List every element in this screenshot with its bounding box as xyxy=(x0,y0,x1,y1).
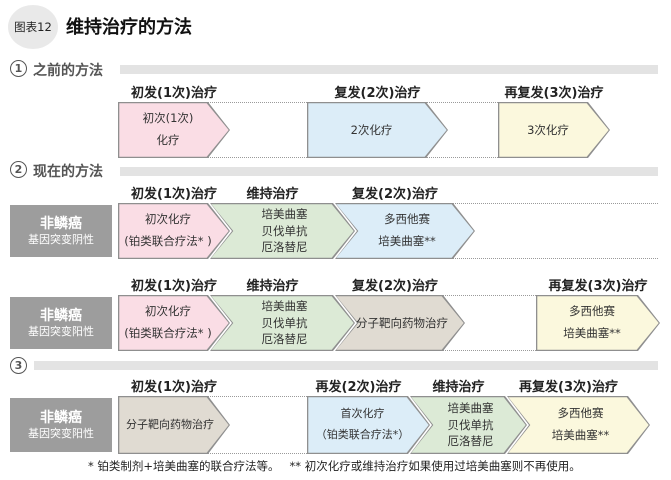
s2-row-mutation-negative: 非鳞癌 基因突变阴性 初次化疗 (铂类联合疗法* ) 培美曲塞 贝伐单抗 厄洛替… xyxy=(0,203,671,259)
arrow-shape xyxy=(211,296,353,349)
section2-heading: 现在的方法 xyxy=(33,164,103,180)
category-subtitle: 基因突变阳性 xyxy=(28,324,94,338)
arrow-shape xyxy=(508,397,648,452)
s2b-col-label-second-relapse: 再复发(3次)治疗 xyxy=(548,278,648,294)
s2b-arrow-initial-chemo: 初次化疗 (铂类联合疗法* ) xyxy=(118,295,230,351)
s2a-col-label-maintenance: 维持治疗 xyxy=(246,186,299,202)
s3-col-label-relapse: 再发(2次)治疗 xyxy=(315,379,402,395)
arrow-shape xyxy=(499,103,608,156)
s3-col-label-initial: 初发(1次)治疗 xyxy=(131,379,217,395)
dotted-connector xyxy=(443,350,536,351)
s2b-col-label-maintenance: 维持治疗 xyxy=(246,278,299,294)
s1-arrow-initial-chemo: 初次(1次) 化疗 xyxy=(118,102,230,158)
section1-heading: 之前的方法 xyxy=(33,63,103,79)
dotted-connector xyxy=(443,295,536,296)
category-box-nonsquamous-positive: 非鳞癌 基因突变阳性 xyxy=(10,398,112,452)
category-box-nonsquamous-negative: 非鳞癌 基因突变阴性 xyxy=(10,205,112,257)
s1-col-label-initial: 初发(1次)治疗 xyxy=(131,85,217,101)
section2-divider-bar xyxy=(120,167,658,176)
category-box-nonsquamous-positive: 非鳞癌 基因突变阳性 xyxy=(10,297,112,349)
arrow-text: 分子靶向药物治疗 xyxy=(126,418,214,432)
dotted-connector xyxy=(208,157,307,158)
arrow-shape xyxy=(119,103,228,156)
arrow-shape xyxy=(537,296,658,349)
s2a-arrow-relapse-drugs: 多西他赛 培美曲塞** xyxy=(335,203,475,259)
figure-number-badge: 图表12 xyxy=(8,5,58,49)
category-subtitle: 基因突变阴性 xyxy=(28,232,94,246)
s2a-arrow-initial-chemo: 初次化疗 (铂类联合疗法* ) xyxy=(118,203,230,259)
arrow-shape xyxy=(308,103,446,156)
arrow-shape xyxy=(119,204,228,257)
arrow-text: 初次化疗 (铂类联合疗法* ) xyxy=(124,304,212,340)
s2a-arrow-maintenance-drugs: 培美曲塞 贝伐单抗 厄洛替尼 xyxy=(210,203,355,259)
arrow-text: 多西他赛 培美曲塞** xyxy=(378,212,436,248)
footnotes: * 铂类制剂+培美曲塞的联合疗法等。 ** 初次化疗或维持治疗如果使用过培美曲塞则… xyxy=(88,458,666,474)
arrow-text: 首次化疗 （铂类联合疗法*） xyxy=(315,407,410,441)
arrow-text: 初次化疗 (铂类联合疗法* ) xyxy=(124,212,212,248)
section1-divider-bar xyxy=(120,65,658,74)
category-title: 非鳞癌 xyxy=(40,215,82,232)
arrow-text: 分子靶向药物治疗 xyxy=(356,315,448,330)
page-title: 维持治疗的方法 xyxy=(66,17,192,38)
s2a-col-label-relapse: 复发(2次)治疗 xyxy=(352,186,438,202)
s3-arrow-row: 非鳞癌 基因突变阳性 分子靶向药物治疗 首次化疗 （铂类联合疗法*） 培美曲塞 … xyxy=(0,396,671,454)
s2b-arrow-second-relapse-drugs: 多西他赛 培美曲塞** xyxy=(536,295,660,351)
s1-arrow-second-chemo: 2次化疗 xyxy=(307,102,448,158)
arrow-shape xyxy=(336,204,473,257)
section1-number-icon: 1 xyxy=(10,60,27,77)
s2b-arrow-targeted-therapy: 分子靶向药物治疗 xyxy=(335,295,465,351)
arrow-text: 培美曲塞 贝伐单抗 厄洛替尼 xyxy=(261,206,308,255)
s3-arrow-first-chemo: 首次化疗 （铂类联合疗法*） xyxy=(307,396,430,454)
dotted-connector xyxy=(208,453,307,454)
s1-arrow-row: 初次(1次) 化疗 2次化疗 3次化疗 xyxy=(0,102,671,158)
dotted-connector xyxy=(208,102,307,103)
footnote-1: * 铂类制剂+培美曲塞的联合疗法等。 xyxy=(88,459,280,473)
dotted-connector xyxy=(208,396,307,397)
dotted-connector xyxy=(426,157,498,158)
s1-arrow-third-chemo: 3次化疗 xyxy=(498,102,610,158)
footnote-2: ** 初次化疗或维持治疗如果使用过培美曲塞则不再使用。 xyxy=(289,459,581,473)
arrow-text: 培美曲塞 贝伐单抗 厄洛替尼 xyxy=(447,400,494,449)
arrow-text: 多西他赛 培美曲塞** xyxy=(563,304,621,340)
s3-arrow-targeted-therapy: 分子靶向药物治疗 xyxy=(118,396,230,454)
s2a-col-label-initial: 初发(1次)治疗 xyxy=(131,186,217,202)
arrow-text: 3次化疗 xyxy=(527,122,569,137)
arrow-shape xyxy=(119,296,228,349)
section2-number-icon: 2 xyxy=(10,161,27,178)
dotted-connector xyxy=(453,258,658,259)
s2b-col-label-relapse: 复发(2次)治疗 xyxy=(352,278,438,294)
s3-col-label-second-relapse: 再复发(3次)治疗 xyxy=(519,379,618,395)
s1-col-label-relapse: 复发(2次)治疗 xyxy=(334,85,421,101)
arrow-text: 多西他赛 培美曲塞** xyxy=(551,406,610,442)
arrow-shape xyxy=(308,397,428,452)
s2b-col-label-initial: 初发(1次)治疗 xyxy=(131,278,217,294)
arrow-text: 2次化疗 xyxy=(350,122,393,137)
s3-arrow-second-relapse-drugs: 多西他赛 培美曲塞** xyxy=(507,396,650,454)
s2-row-mutation-positive: 非鳞癌 基因突变阳性 初次化疗 (铂类联合疗法* ) 培美曲塞 贝伐单抗 厄洛替… xyxy=(0,295,671,351)
arrow-text: 培美曲塞 贝伐单抗 厄洛替尼 xyxy=(261,298,308,347)
arrow-shape xyxy=(119,397,228,452)
arrow-shape xyxy=(211,204,353,257)
dotted-connector xyxy=(426,102,498,103)
arrow-text: 初次(1次) 化疗 xyxy=(142,111,194,147)
s2b-arrow-maintenance-drugs: 培美曲塞 贝伐单抗 厄洛替尼 xyxy=(210,295,355,351)
category-subtitle: 基因突变阳性 xyxy=(28,426,94,440)
s1-col-label-second-relapse: 再复发(3次)治疗 xyxy=(504,85,604,101)
category-title: 非鳞癌 xyxy=(40,307,82,324)
dotted-connector xyxy=(453,203,658,204)
s3-col-label-maintenance: 维持治疗 xyxy=(432,379,485,395)
section3-divider-bar xyxy=(34,361,658,370)
category-title: 非鳞癌 xyxy=(40,409,82,426)
section3-number-icon: 3 xyxy=(10,357,27,374)
s3-arrow-maintenance-drugs: 培美曲塞 贝伐单抗 厄洛替尼 xyxy=(410,396,527,454)
